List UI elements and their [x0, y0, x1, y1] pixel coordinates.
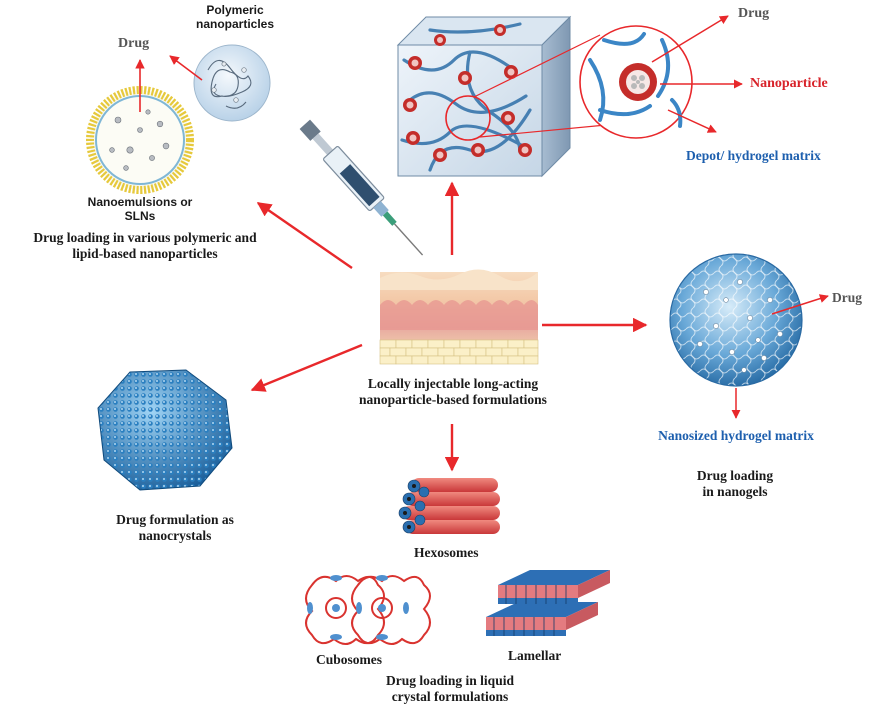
nanoemulsion-sphere [86, 86, 194, 194]
arrow-nanogel-drug [771, 294, 829, 315]
zoomed-nanoparticle [579, 25, 693, 139]
label-cubosomes: Cubosomes [316, 652, 383, 667]
label-polymeric-line2: nanoparticles [195, 16, 275, 31]
caption-polymeric-line1: Drug loading in various polymeric and [33, 230, 257, 245]
arrow-zoom-depot [667, 109, 717, 133]
arrow-zoom-drug [651, 15, 729, 63]
label-hexosomes: Hexosomes [414, 545, 479, 560]
center-title: Locally injectable long-acting nanoparti… [330, 376, 576, 407]
label-nanoemulsions: Nanoemulsions or SLNs [70, 195, 210, 224]
label-polymeric-line1: Polymeric [206, 3, 264, 17]
label-lamellar: Lamellar [508, 648, 562, 663]
label-drug-top-left: Drug [118, 36, 150, 51]
label-nanoemulsions-line2: SLNs [124, 208, 156, 223]
polymeric-nanoparticle [193, 44, 271, 122]
main-arrows [250, 181, 648, 472]
cubosome-drug-spots [307, 575, 409, 640]
label-nanoemulsions-line1: Nanoemulsions or [87, 195, 193, 209]
caption-polymeric-line2: lipid-based nanoparticles [72, 245, 218, 261]
center-title-line1: Locally injectable long-acting [367, 376, 539, 391]
label-nanoparticle: Nanoparticle [750, 76, 828, 91]
label-drug-top-center: Drug [738, 6, 770, 21]
syringe [299, 119, 424, 256]
label-polymeric-nanoparticles: Polymeric nanoparticles [190, 3, 280, 32]
nanocrystal [97, 369, 233, 491]
caption-nanocrystals-line1: Drug formulation as [116, 512, 234, 527]
arrow-to-top-left [256, 202, 353, 269]
hydrogel-cube [396, 15, 572, 178]
cubosome-structure [305, 575, 431, 645]
skin-cross-section [379, 269, 539, 365]
caption-nanogels-line2: in nanogels [702, 483, 768, 499]
arrow-polymeric-drug [169, 55, 203, 81]
label-nanosized-hydrogel: Nanosized hydrogel matrix [658, 428, 814, 443]
hexosome-rods [398, 478, 500, 534]
caption-liquid-crystal: Drug loading in liquid crystal formulati… [350, 673, 550, 704]
caption-liquid-crystal-line1: Drug loading in liquid [386, 673, 514, 688]
label-depot-hydrogel: Depot/ hydrogel matrix [686, 148, 821, 163]
center-title-line2: nanoparticle-based formulations [359, 391, 547, 407]
zoom-line-top [473, 34, 601, 98]
caption-nanogels-line1: Drug loading [696, 468, 774, 483]
zoom-line-bottom [479, 124, 607, 138]
label-drug-right: Drug [832, 290, 862, 305]
nanogel-sphere [669, 253, 803, 387]
caption-liquid-crystal-line2: crystal formulations [391, 688, 509, 704]
lamellar-sheets [486, 570, 610, 636]
caption-nanocrystals-line2: nanocrystals [138, 527, 212, 543]
caption-nanocrystals: Drug formulation as nanocrystals [90, 512, 260, 543]
caption-polymeric-lipid: Drug loading in various polymeric and li… [0, 230, 290, 261]
arrow-to-left [250, 343, 363, 392]
caption-nanogels: Drug loading in nanogels [660, 468, 810, 499]
